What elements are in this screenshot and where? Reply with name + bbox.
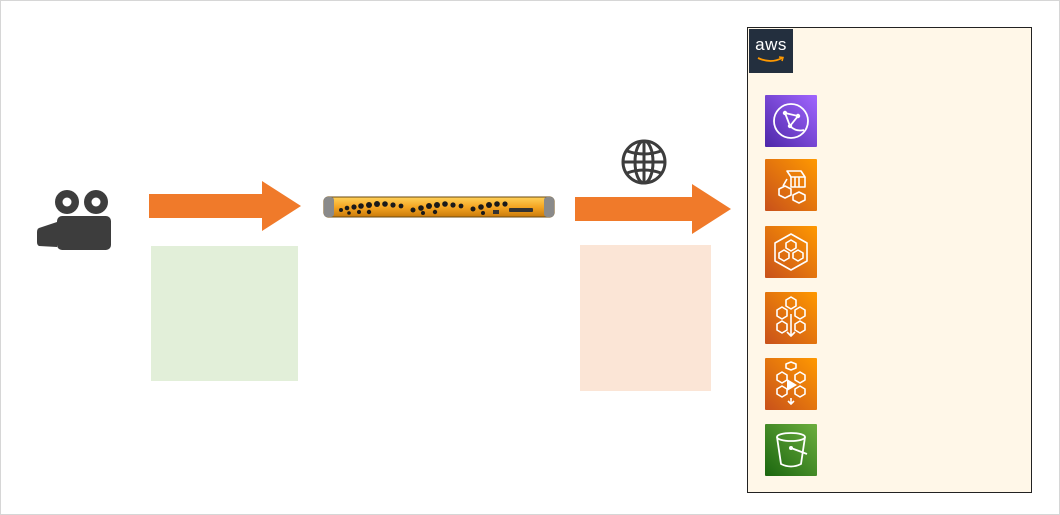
mediapackage-icon xyxy=(765,292,817,344)
peach-placeholder-box xyxy=(580,245,711,391)
aws-logo-text: aws xyxy=(755,35,787,54)
flow-arrow-right xyxy=(575,184,731,234)
s3-bucket-icon xyxy=(765,424,817,476)
mediatailor-icon xyxy=(765,358,817,410)
encoder-appliance-icon xyxy=(323,196,555,218)
aws-logo: aws xyxy=(749,29,793,73)
aws-cloud-panel: aws xyxy=(747,27,1032,493)
cloudfront-icon xyxy=(765,95,817,147)
internet-globe-icon xyxy=(621,139,667,185)
medialive-icon xyxy=(765,226,817,278)
video-camera-icon xyxy=(37,190,111,250)
flow-arrow-right xyxy=(149,181,301,231)
aws-smile-icon xyxy=(757,56,784,62)
mediaconnect-icon xyxy=(765,159,817,211)
green-placeholder-box xyxy=(151,246,298,381)
